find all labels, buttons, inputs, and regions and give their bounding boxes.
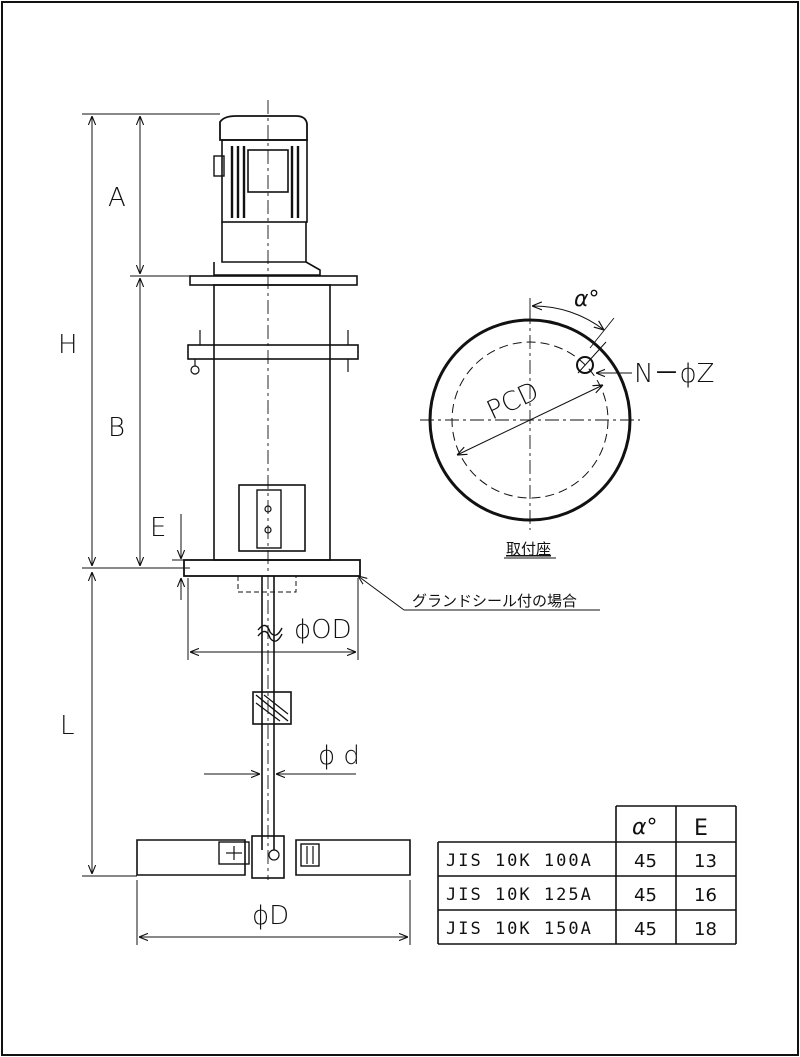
impeller-blade-left [136,839,246,876]
table-row-2-e: 16 [694,885,717,906]
table-row-3-e: 18 [694,919,717,940]
bottom-flange [183,559,361,577]
pcd-label: PCD [482,376,543,426]
motor-base [213,261,321,276]
terminal-box [247,149,289,193]
shaft-coupling [252,691,292,725]
table-row-3-alpha: 45 [634,919,657,940]
gland-seal [237,576,297,593]
clamp-band [187,344,359,360]
alpha-label: α° [574,287,600,312]
dim-label-a: A [108,183,126,213]
spec-table [437,805,737,945]
motor-body [221,139,308,223]
dim-label-od: ϕOD [294,615,352,645]
table-header-alpha: α° [632,815,658,840]
bolt-hole [576,356,594,374]
table-row-1-spec: JIS 10K 100A [446,851,593,871]
motor-side-box [213,155,225,177]
table-header-e: E [694,816,708,841]
dim-label-bigd: ϕD [252,901,289,931]
gland-seal-note: グランドシール付の場合 [412,592,577,610]
motor-reducer [221,222,307,263]
dim-label-l: L [60,711,75,741]
column-body [213,284,331,561]
table-row-1-alpha: 45 [634,851,657,872]
flange-view [420,298,640,530]
motor-fins [230,146,300,218]
shaft-break [257,624,283,636]
motor-top-cap [219,115,308,141]
table-row-2-alpha: 45 [634,885,657,906]
impeller-blade-right [295,839,411,876]
dim-label-b: B [108,413,125,443]
table-row-1-e: 13 [694,851,717,872]
dim-label-e: E [150,513,166,543]
dim-label-h: H [58,330,78,360]
agitator-side-view [136,100,411,880]
table-row-2-spec: JIS 10K 125A [446,885,593,905]
dim-label-d: ϕ d [318,741,360,771]
impeller-hub [251,835,285,879]
flange-caption: 取付座 [506,540,551,558]
top-plate [189,275,358,286]
dimension-lines [82,113,600,945]
table-row-3-spec: JIS 10K 150A [446,919,593,939]
bearing-window [238,484,306,552]
holes-label: N－ϕZ [634,359,714,389]
